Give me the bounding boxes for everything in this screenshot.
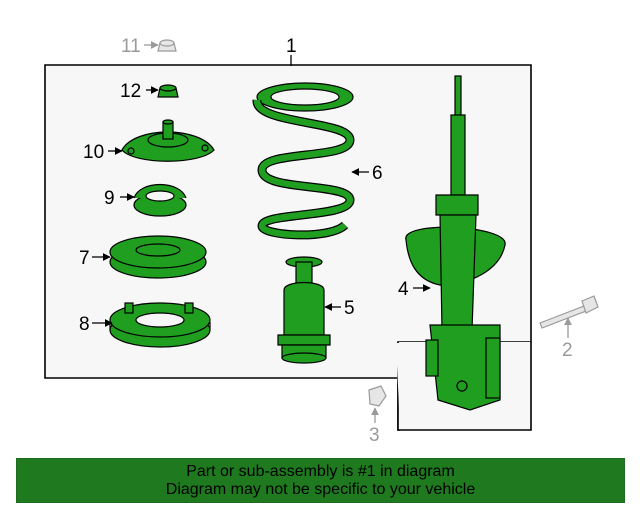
- callout-8: 8: [79, 314, 90, 335]
- nut-part: [157, 84, 179, 98]
- callout-leaders: [92, 41, 572, 423]
- callout-1: 1: [286, 36, 297, 57]
- callout-2: 2: [562, 340, 573, 361]
- info-banner: Part or sub-assembly is #1 in diagram Di…: [16, 458, 625, 503]
- callout-4: 4: [398, 279, 409, 300]
- callout-3: 3: [369, 425, 380, 446]
- strut-part: [405, 75, 506, 411]
- callout-9: 9: [104, 188, 115, 209]
- coil-spring-part: [252, 82, 355, 240]
- callout-11: 11: [121, 36, 141, 57]
- upper-mount-part: [121, 119, 215, 162]
- callout-12: 12: [120, 81, 141, 102]
- spring-seat-part: [109, 235, 207, 279]
- insulator-part: [109, 302, 211, 348]
- callout-10: 10: [83, 142, 104, 163]
- banner-line-2: Diagram may not be specific to your vehi…: [165, 480, 476, 498]
- callout-5: 5: [344, 298, 355, 319]
- ghost-bolt-2: [539, 295, 599, 329]
- ghost-nut-11: [157, 39, 177, 52]
- callout-6: 6: [372, 163, 383, 184]
- ghost-nut-3: [368, 385, 387, 407]
- bearing-part: [133, 184, 187, 217]
- bump-stop-part: [277, 256, 331, 364]
- banner-line-1: Part or sub-assembly is #1 in diagram: [186, 462, 455, 480]
- callout-7: 7: [79, 248, 90, 269]
